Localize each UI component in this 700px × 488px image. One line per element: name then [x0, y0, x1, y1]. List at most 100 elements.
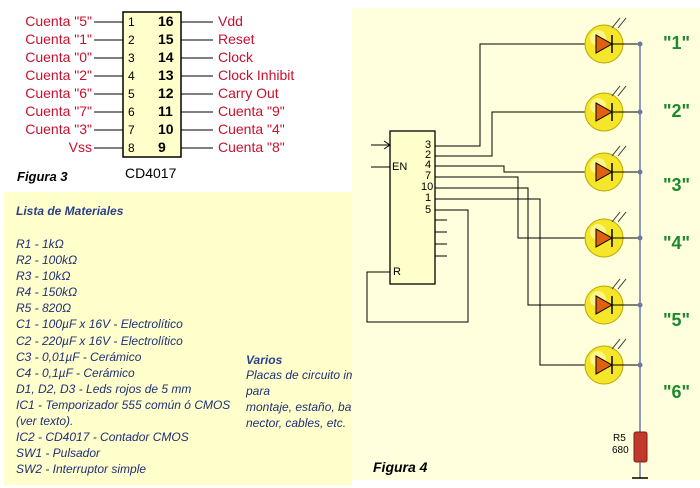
wire-out-4: [435, 176, 585, 239]
diode-symbol: [595, 228, 614, 248]
ic-pin-number: 4: [425, 159, 432, 171]
material-item: R1 - 1kΩ: [16, 237, 64, 251]
left-pin-number: 1: [128, 15, 135, 29]
material-item: IC1 - Temporizador 555 común ó CMOS: [16, 397, 231, 412]
light-ray: [617, 278, 627, 290]
ic-pin-number: 7: [425, 170, 432, 182]
left-pin-label: Cuenta "3": [25, 121, 92, 137]
light-ray: [611, 85, 621, 97]
resistor-name: R5: [613, 433, 626, 444]
light-ray: [611, 211, 621, 223]
left-pin-number: 6: [128, 105, 135, 119]
left-pin-label: Cuenta "7": [25, 103, 92, 119]
material-item: IC2 - CD4017 - Contador CMOS: [16, 430, 189, 445]
material-item: C2 - 220µF x 16V - Electrolítico: [16, 333, 183, 348]
ic-pin-number: 5: [425, 204, 432, 216]
diode-symbol: [595, 295, 614, 315]
diode-symbol: [595, 162, 614, 182]
ic-pin-number: 2: [425, 149, 432, 161]
left-pin-number: 4: [128, 69, 135, 83]
pinout-lines: [94, 11, 213, 158]
light-ray: [611, 338, 621, 350]
left-pin-label: Cuenta "0": [25, 49, 92, 65]
diode-symbol: [595, 34, 614, 54]
wire-out-1: [435, 43, 585, 147]
material-item: C1 - 100µF x 16V - Electrolítico: [16, 317, 183, 332]
light-ray: [611, 278, 621, 290]
left-pin-label: Cuenta "5": [25, 13, 92, 29]
output-label: "2": [663, 101, 691, 121]
varios-line: nector, cables, etc.: [246, 416, 347, 430]
r-label: R: [393, 266, 401, 278]
wire-out-5: [435, 187, 585, 306]
en-label: EN: [392, 161, 408, 173]
ic-pin-number: 3: [425, 139, 432, 151]
light-ray: [617, 17, 627, 29]
right-pin-label: Carry Out: [218, 85, 279, 101]
material-item: D1, D2, D3 - Leds rojos de 5 mm: [16, 381, 192, 396]
light-ray: [617, 85, 627, 97]
right-pin-number: 16: [158, 13, 174, 29]
diode-symbol: [595, 355, 614, 375]
figure-4-caption: Figura 4: [373, 459, 428, 475]
ic-pin-number: 10: [421, 181, 434, 193]
left-pin-label: Cuenta "2": [25, 67, 92, 83]
diode-symbol: [595, 102, 614, 122]
material-item: (ver texto).: [16, 414, 74, 429]
wire-out-3: [435, 165, 585, 173]
material-item: R3 - 10kΩ: [16, 269, 71, 284]
material-item: C3 - 0,01µF - Cerámico: [16, 349, 142, 364]
right-pin-number: 12: [158, 85, 174, 101]
chip-name: CD4017: [125, 165, 177, 181]
right-pin-number: 10: [158, 121, 174, 137]
right-pin-number: 14: [158, 49, 174, 65]
material-item: SW2 - Interruptor simple: [16, 462, 147, 477]
output-label: "1": [663, 33, 691, 53]
counter-ic-body: [389, 130, 436, 285]
materials-title: Lista de Materiales: [16, 204, 124, 218]
left-pin-label: Cuenta "1": [25, 31, 92, 47]
left-pin-number: 5: [128, 87, 135, 101]
material-item: SW1 - Pulsador: [16, 446, 101, 461]
right-pin-label: Clock: [218, 49, 254, 65]
resistor-r5: [633, 431, 648, 463]
light-ray: [617, 211, 627, 223]
right-pin-label: Cuenta "9": [218, 103, 285, 119]
right-pin-label: Reset: [218, 31, 255, 47]
left-pin-number: 7: [128, 123, 135, 137]
resistor-value: 680: [612, 445, 629, 456]
right-pin-label: Cuenta "4": [218, 121, 285, 137]
right-pin-number: 9: [158, 139, 166, 155]
right-pin-label: Clock Inhibit: [218, 67, 295, 83]
chip-body: [122, 11, 182, 158]
right-pin-number: 13: [158, 67, 174, 83]
light-ray: [617, 145, 627, 157]
ic-pin-number: 1: [425, 192, 432, 204]
left-pin-label: Vss: [68, 139, 92, 155]
reset-loop-wire: [366, 209, 469, 323]
material-item: R2 - 100kΩ: [16, 253, 78, 268]
material-item: R5 - 820Ω: [16, 301, 72, 316]
material-item: R4 - 150kΩ: [16, 285, 78, 300]
right-pin-number: 15: [158, 31, 174, 47]
wire-out-6: [435, 198, 585, 366]
output-label: "3": [663, 175, 691, 195]
material-item: C4 - 0,1µF - Cerámico: [16, 365, 135, 380]
output-label: "4": [663, 233, 691, 253]
light-ray: [611, 145, 621, 157]
left-pin-label: Cuenta "6": [25, 85, 92, 101]
right-pin-label: Cuenta "8": [218, 139, 285, 155]
light-ray: [611, 17, 621, 29]
varios-title: Varios: [246, 353, 283, 367]
left-pin-number: 2: [128, 33, 135, 47]
right-pin-number: 11: [158, 103, 173, 119]
left-pin-number: 3: [128, 51, 135, 65]
output-label: "6": [663, 382, 691, 402]
right-pin-label: Vdd: [218, 13, 243, 29]
wire-out-2: [435, 111, 585, 157]
clock-arrow: [383, 140, 391, 150]
